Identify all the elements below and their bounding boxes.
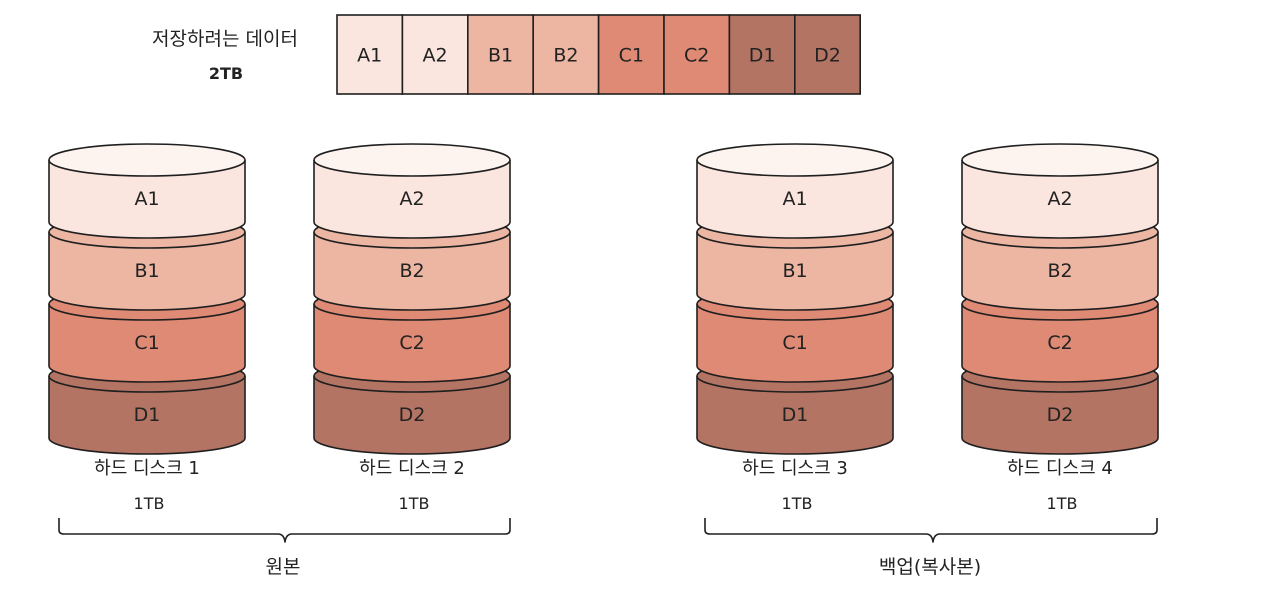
data-block-label: A1 — [357, 45, 382, 67]
disk-segment-label: A2 — [1047, 188, 1072, 210]
disk-segment-label: B1 — [782, 260, 807, 282]
disk-segment-label: D1 — [782, 404, 809, 426]
disk-segment-a1: A1 — [697, 144, 893, 238]
disk-captions: 하드 디스크 1 1TB 하드 디스크 2 1TB 하드 디스크 3 1TB 하… — [94, 458, 1113, 513]
disk-segment-label: D2 — [1047, 404, 1074, 426]
data-title: 저장하려는 데이터 — [152, 28, 298, 50]
disk-segment-label: B2 — [399, 260, 424, 282]
backup-group-brace — [705, 518, 1157, 542]
data-block-label: B2 — [553, 45, 578, 67]
original-group-brace — [59, 518, 510, 542]
disk-segment-label: D2 — [399, 404, 426, 426]
data-block-a1: A1 — [337, 15, 402, 94]
disk-4-capacity: 1TB — [1047, 494, 1078, 513]
disk-1-name: 하드 디스크 1 — [94, 458, 200, 479]
disk-segment-a1: A1 — [49, 144, 245, 238]
disk-1-capacity: 1TB — [134, 494, 165, 513]
disk-segment-a2: A2 — [314, 144, 510, 238]
disk-segment-label: B2 — [1047, 260, 1072, 282]
data-block-d1: D1 — [729, 15, 794, 94]
disk-4-name: 하드 디스크 4 — [1007, 458, 1113, 479]
data-block-strip: A1 A2 B1 B2 C1 C2 D1 D2 — [337, 15, 860, 94]
data-block-label: A2 — [423, 45, 448, 67]
data-size: 2TB — [209, 64, 243, 83]
data-block-b2: B2 — [533, 15, 598, 94]
disk-2-name: 하드 디스크 2 — [359, 458, 465, 479]
disk-3-name: 하드 디스크 3 — [742, 458, 848, 479]
data-block-label: D1 — [749, 45, 776, 67]
data-block-label: C2 — [684, 45, 709, 67]
disk-1: D1 C1 B1 A1 — [49, 144, 245, 454]
data-block-b1: B1 — [468, 15, 533, 94]
disk-segment-label: A1 — [134, 188, 159, 210]
disk-3-capacity: 1TB — [782, 494, 813, 513]
data-block-label: B1 — [488, 45, 513, 67]
disk-segment-label: C2 — [1047, 332, 1072, 354]
disk-segment-label: D1 — [134, 404, 161, 426]
disk-2: D2 C2 B2 A2 — [314, 144, 510, 454]
data-block-c1: C1 — [599, 15, 664, 94]
data-block-a2: A2 — [402, 15, 467, 94]
disk-segment-label: C1 — [134, 332, 159, 354]
disk-segment-label: B1 — [134, 260, 159, 282]
original-group-label: 원본 — [266, 556, 301, 578]
disk-segment-label: C2 — [399, 332, 424, 354]
disk-segment-label: A2 — [399, 188, 424, 210]
disk-4: D2 C2 B2 A2 — [962, 144, 1158, 454]
disk-3: D1 C1 B1 A1 — [697, 144, 893, 454]
data-block-label: C1 — [619, 45, 644, 67]
disk-segment-label: C1 — [782, 332, 807, 354]
disk-segment-label: A1 — [782, 188, 807, 210]
disk-2-capacity: 1TB — [399, 494, 430, 513]
backup-group-label: 백업(복사본) — [879, 556, 981, 578]
data-block-label: D2 — [814, 45, 841, 67]
data-block-d2: D2 — [795, 15, 860, 94]
disk-segment-a2: A2 — [962, 144, 1158, 238]
data-block-c2: C2 — [664, 15, 729, 94]
